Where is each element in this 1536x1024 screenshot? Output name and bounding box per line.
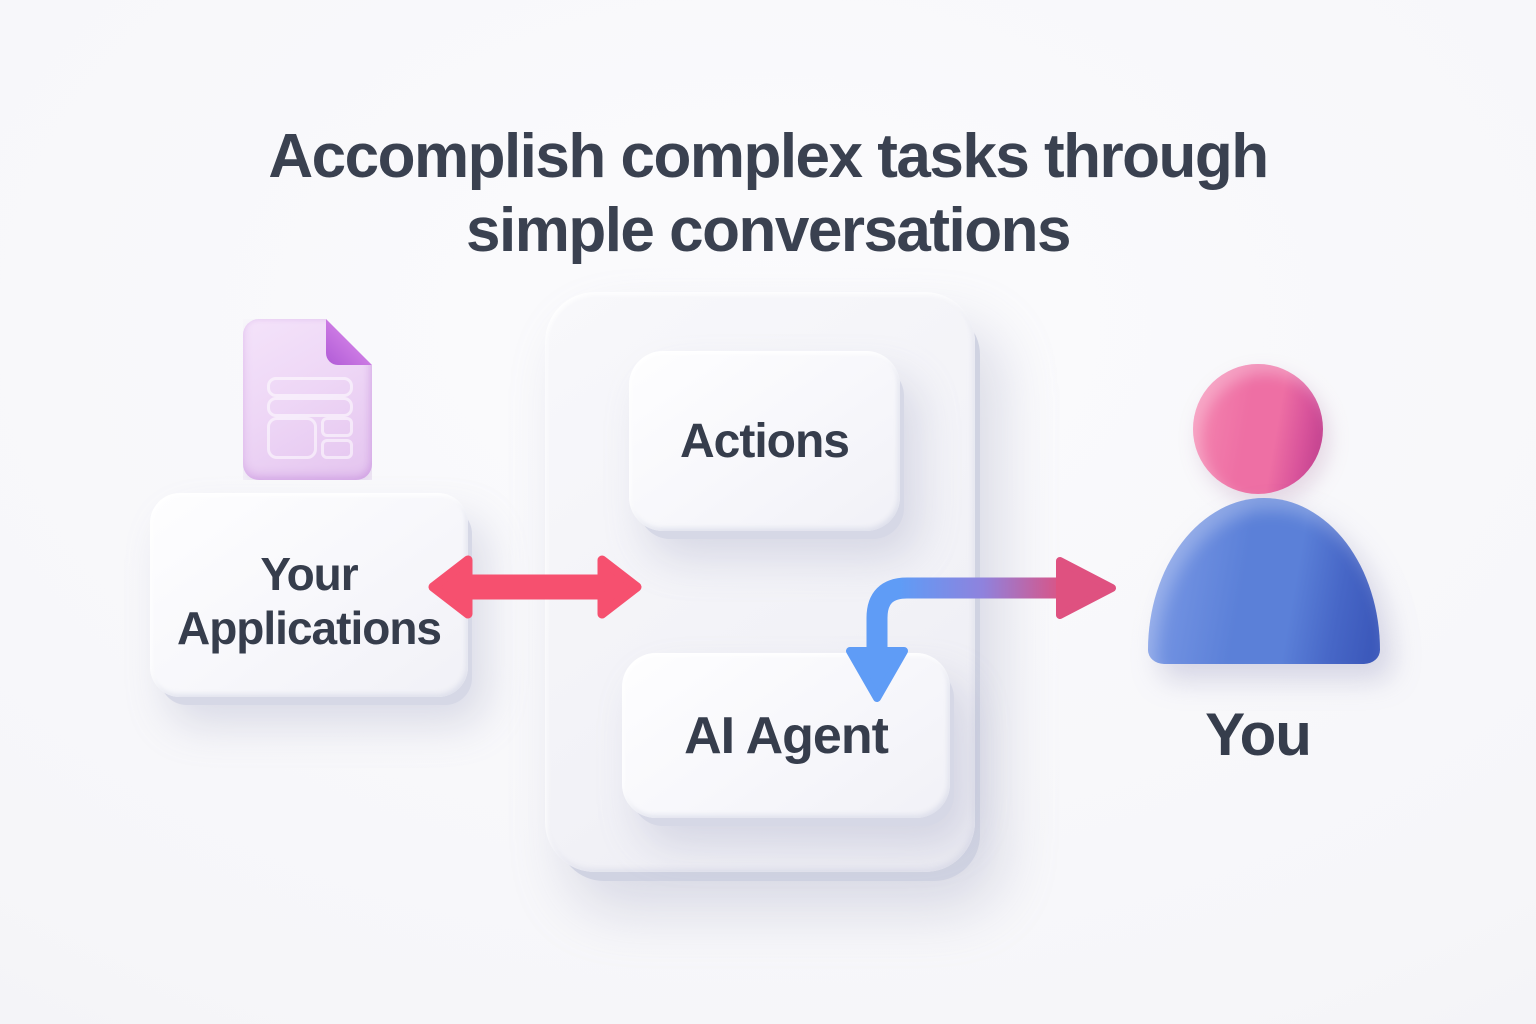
title-line-2: simple conversations: [465, 195, 1072, 265]
agent-you-right-arrowhead-icon: [1056, 557, 1116, 619]
document-table-cell: [321, 439, 353, 459]
actions-node: Actions: [629, 351, 900, 531]
document-table-cell: [267, 417, 317, 459]
document-icon: [243, 319, 372, 480]
person-icon: [1148, 364, 1380, 664]
document-table-cell: [321, 417, 353, 437]
title-line-1: Accomplish complex tasks through: [268, 121, 1269, 191]
ai-agent-label: AI Agent: [684, 706, 889, 765]
your-applications-label: Your Applications: [176, 548, 442, 654]
your-applications-node: Your Applications: [150, 493, 468, 697]
ai-agent-node: AI Agent: [622, 653, 950, 818]
document-fold-corner: [326, 319, 372, 365]
document-text-line: [267, 377, 353, 397]
you-label: You: [1205, 701, 1312, 768]
actions-label: Actions: [679, 414, 850, 468]
person-body: [1148, 498, 1380, 664]
document-text-line: [267, 397, 353, 417]
page-title: Accomplish complex tasks through simple …: [0, 120, 1536, 268]
person-head: [1193, 364, 1323, 494]
